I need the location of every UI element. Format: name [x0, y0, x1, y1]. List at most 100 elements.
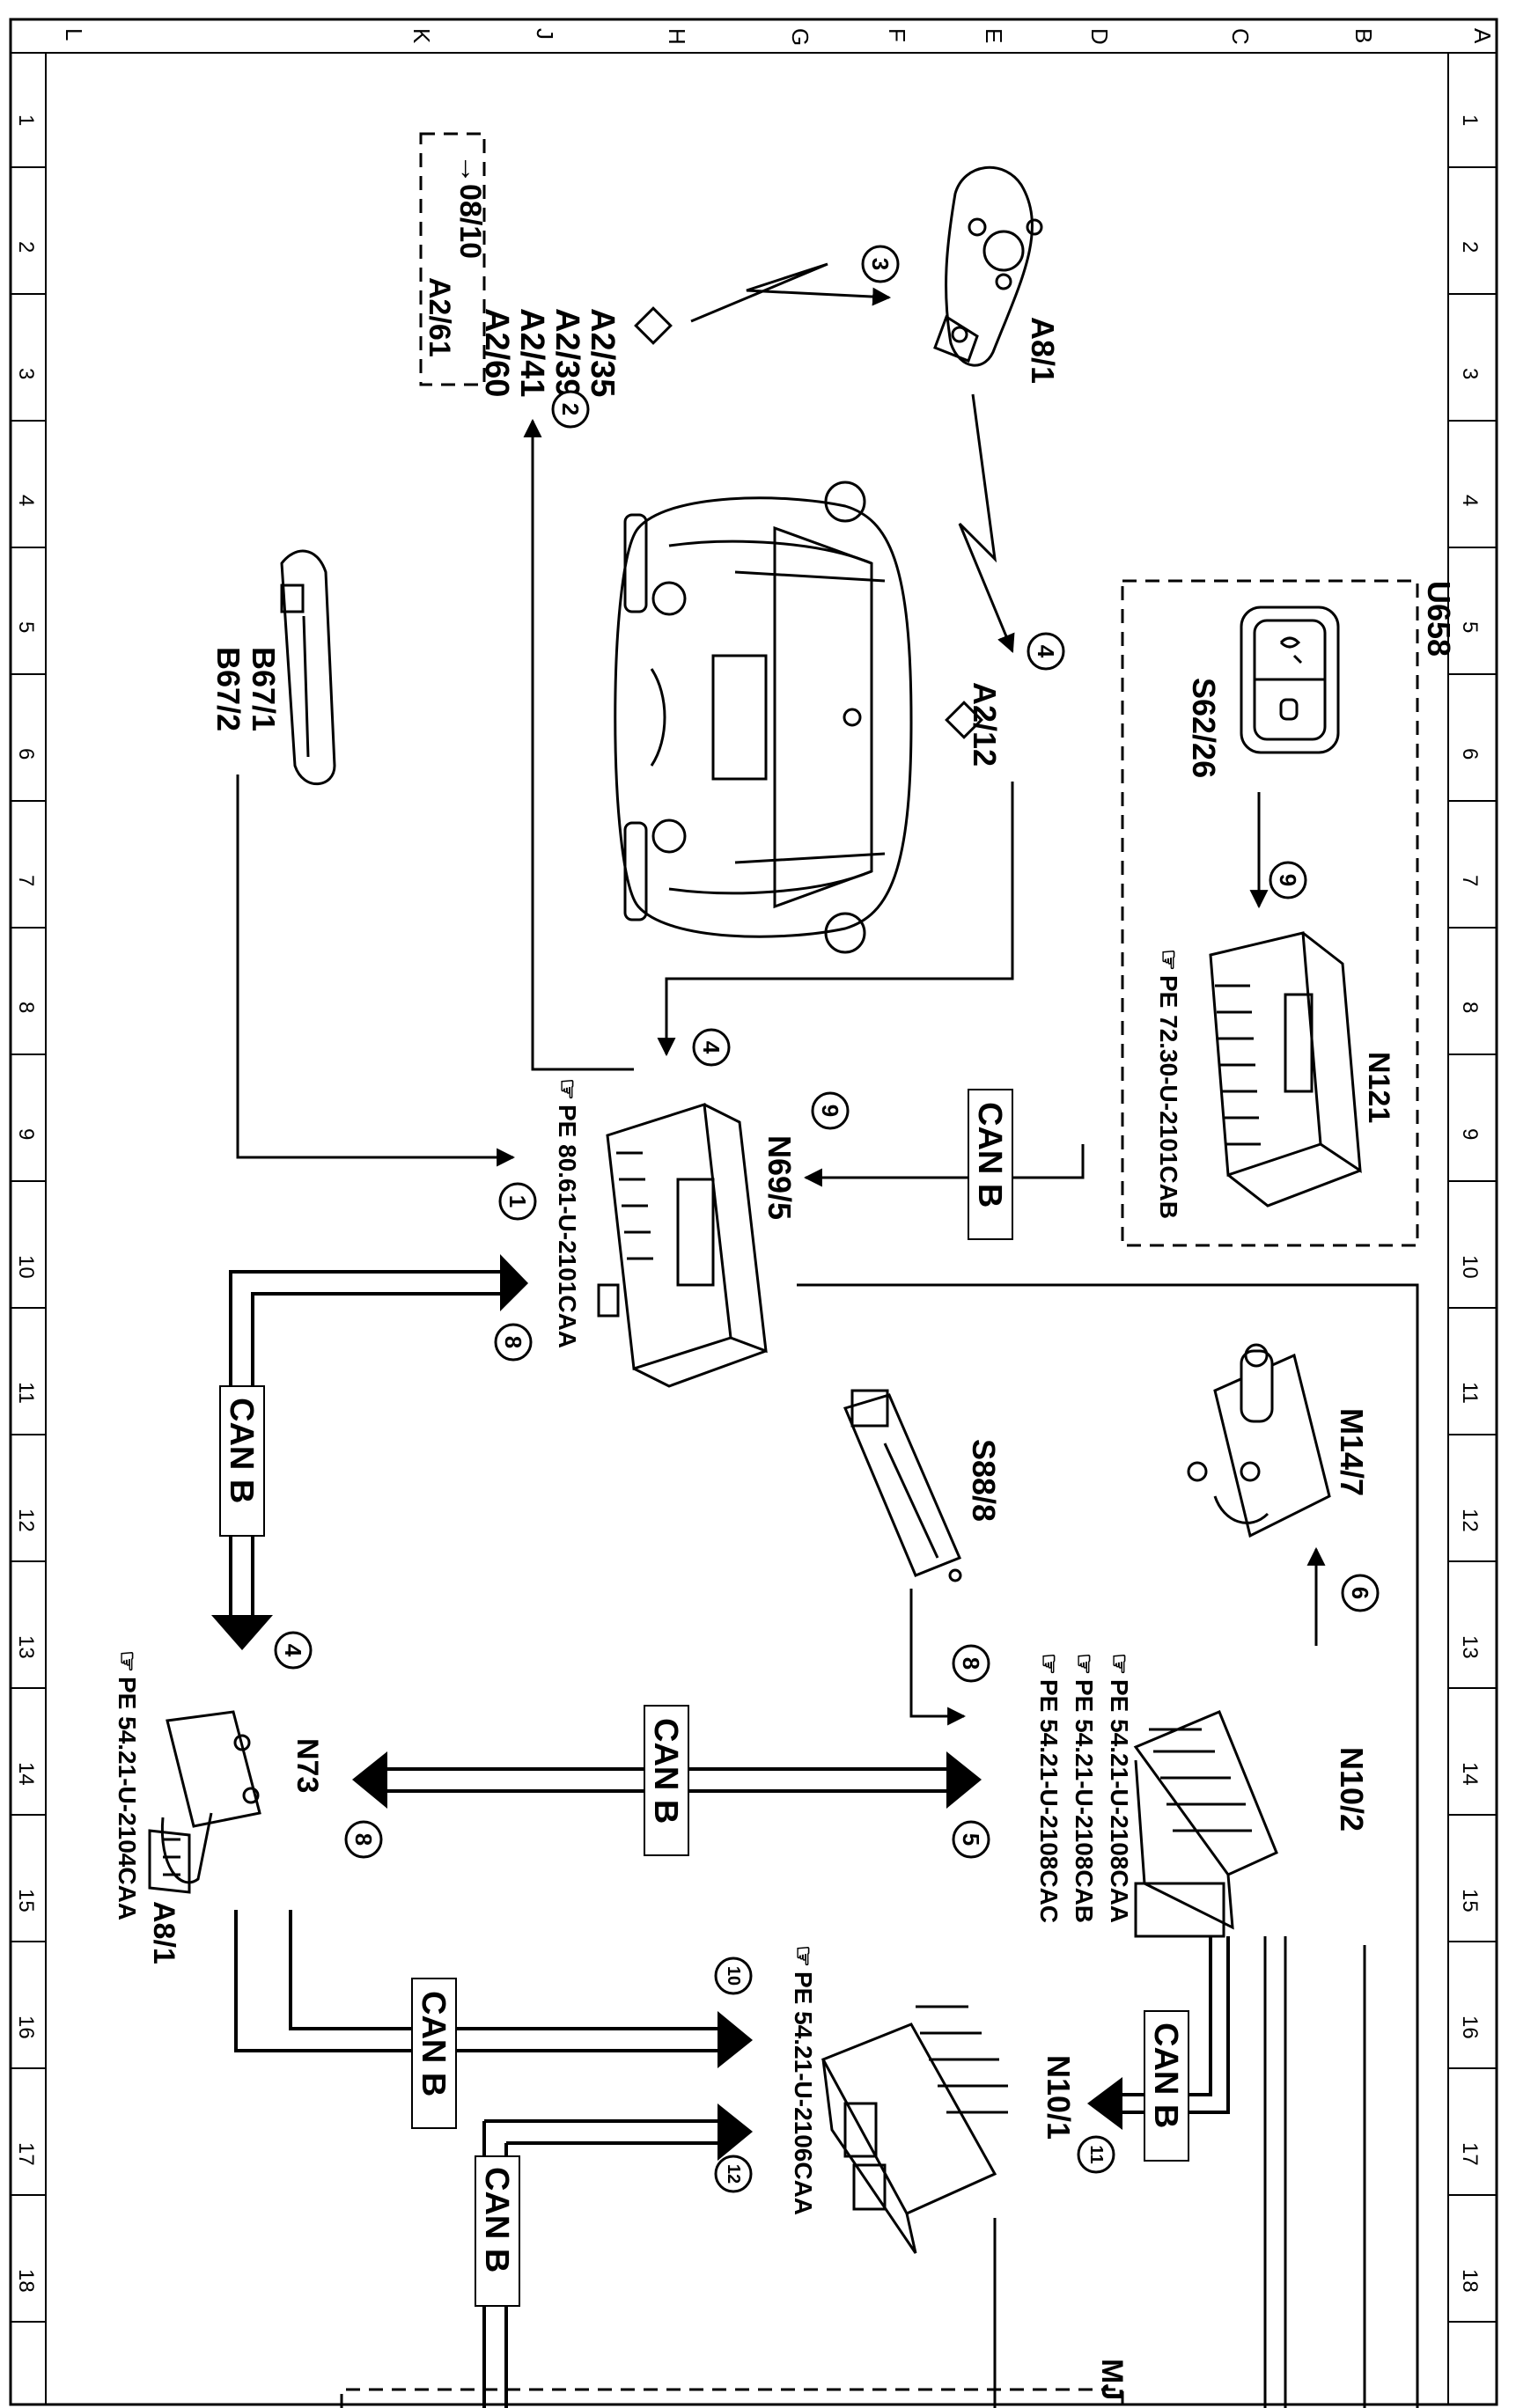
grid-number-right: 4: [1458, 495, 1482, 506]
step-circle: [274, 1631, 313, 1670]
grid-number-left: 17: [14, 2142, 38, 2166]
door-handle-b67: [280, 549, 336, 786]
grid-number-right: 14: [1458, 1762, 1482, 1786]
grid-number-right: 3: [1458, 368, 1482, 379]
grid-letter: F: [884, 28, 910, 42]
step-circle: [714, 2155, 753, 2193]
arrow-head: [1087, 2077, 1122, 2130]
step-circle: [551, 390, 590, 429]
arrow-head: [352, 1751, 387, 1809]
reference-n10-1: ☞ PE 54.21-U-2106CAA: [790, 1945, 817, 2215]
module-n10-2: [1133, 1710, 1278, 1938]
step-number: 9: [817, 1105, 843, 1117]
grid-number-right: 1: [1458, 114, 1482, 126]
arrow-head: [718, 2011, 753, 2068]
step-circle: [1077, 2135, 1115, 2174]
n121-ref-label: PE 72.30-U-2101CAB: [1155, 975, 1182, 1219]
a2-35-label: A2/35: [584, 308, 621, 397]
n73-label: N73: [291, 1738, 324, 1793]
arrow-head: [946, 1751, 982, 1809]
step-marker-s5: 5: [952, 1820, 990, 1859]
step-marker-s12: 12: [714, 2155, 753, 2193]
step-number: 2: [557, 403, 584, 415]
signal-line-8-s88: [909, 1589, 967, 1726]
step-number: 8: [958, 1657, 984, 1670]
signal-line-1: [236, 775, 516, 1167]
a8-1-top-label: A8/1: [1025, 317, 1061, 384]
a2-12-label: A2/12: [967, 682, 1003, 767]
grid-number-left: 16: [14, 2015, 38, 2039]
step-circle: [1269, 861, 1307, 899]
arrow-head: [500, 1254, 528, 1311]
n69-5-output-line: [797, 1283, 1419, 2408]
svg-text:CAN B: CAN B: [415, 1991, 452, 2096]
vertical-lines-right: [1263, 1936, 1366, 2408]
step-circle: [714, 1956, 753, 1995]
can-b-label-bottom-left-2: CAN B: [475, 2155, 520, 2307]
grid-number-left: 10: [14, 1255, 38, 1279]
svg-text:☞: ☞: [1071, 1653, 1098, 1675]
step-circle: [692, 1028, 731, 1067]
step-circle: [344, 1820, 383, 1859]
step-number: 5: [958, 1833, 984, 1846]
n121-ref-icon: ☞: [1155, 949, 1182, 971]
step-marker-s4c: 4: [274, 1631, 313, 1670]
grid-number-right: 17: [1458, 2142, 1482, 2166]
actuator-m14-7: [1187, 1343, 1331, 1538]
grid-number-left: 13: [14, 1635, 38, 1659]
step-number: 4: [698, 1041, 725, 1054]
b67-2-label: B67/2: [210, 647, 247, 731]
grid-number-left: 2: [14, 241, 38, 253]
diamond-icon: [945, 701, 983, 739]
a8-1-bottom-label: A8/1: [147, 1901, 180, 1964]
b67-1-label: B67/1: [246, 647, 282, 731]
module-n10-1: [821, 2005, 1008, 2254]
grid-number-left: 14: [14, 1762, 38, 1786]
step-circle: [494, 1323, 533, 1362]
step-number: 8: [500, 1336, 526, 1348]
svg-text:CAN B: CAN B: [223, 1398, 260, 1503]
mj-label: MJ: [1095, 2359, 1129, 2400]
diamond-icon: [634, 306, 673, 345]
reference-n73: ☞ PE 54.21-U-2104CAA: [114, 1650, 141, 1920]
step-marker-s2: 2: [551, 390, 590, 429]
grid-number-right: 7: [1458, 875, 1482, 886]
a2-61-box: →08/10 A2/61: [419, 132, 487, 386]
grid-number-right: 15: [1458, 1889, 1482, 1912]
arrow-head: [211, 1615, 273, 1650]
a2-61-label: A2/61: [423, 277, 456, 357]
grid-number-left: 8: [14, 1002, 38, 1013]
grid-letter: B: [1350, 28, 1377, 43]
step-marker-s6: 6: [1341, 1574, 1380, 1612]
a2-41-label: A2/41: [513, 308, 550, 397]
grid-number-right: 13: [1458, 1635, 1482, 1659]
grid-number-left: 5: [14, 621, 38, 633]
step-number: 1: [504, 1195, 531, 1208]
reference-n121: ☞ PE 72.30-U-2101CAB: [1155, 949, 1182, 1219]
step-marker-s4a: 4: [1027, 632, 1065, 671]
step-circle: [811, 1091, 850, 1130]
can-b-label-bottom-left-1: CAN B: [411, 1978, 457, 2129]
grid-letter: L: [61, 28, 87, 40]
svg-text:CAN B: CAN B: [1147, 2023, 1184, 2128]
step-number: 3: [867, 258, 894, 270]
grid-letter: G: [787, 28, 813, 46]
n69-5-label: N69/5: [762, 1135, 798, 1220]
grid-number-right: 16: [1458, 2015, 1482, 2039]
grid-letter: D: [1086, 28, 1113, 45]
mj-box: MJ: [340, 2359, 1129, 2408]
a2-39-label: A2/39: [548, 308, 585, 397]
wireless-signal-top: [690, 262, 892, 323]
step-marker-s11: 11: [1077, 2135, 1115, 2174]
svg-text:CAN B: CAN B: [971, 1102, 1008, 1208]
step-marker-s9b: 9: [811, 1091, 850, 1130]
step-number: 12: [724, 2164, 743, 2184]
m14-7-label: M14/7: [1334, 1408, 1370, 1496]
step-marker-s8a: 8: [494, 1323, 533, 1362]
frame: [9, 18, 1498, 2406]
n121-label: N121: [1362, 1052, 1395, 1123]
grid-number-right: 5: [1458, 621, 1482, 633]
module-n121: [1209, 931, 1362, 1208]
